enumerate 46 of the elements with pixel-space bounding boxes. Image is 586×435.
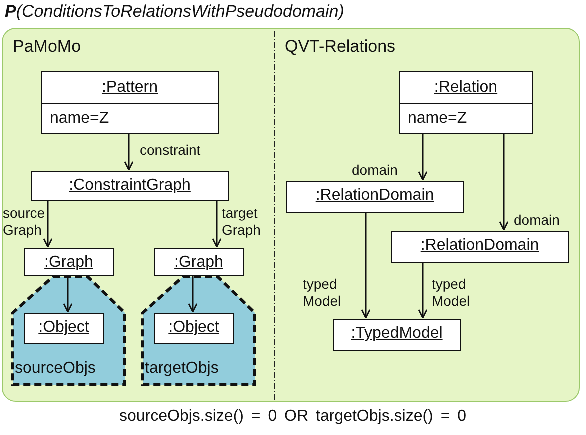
object-set-region	[141, 276, 257, 387]
section-heading: PaMoMo	[13, 37, 82, 57]
object-box	[41, 71, 219, 134]
object-box	[391, 231, 569, 263]
object-name: :Graph	[174, 253, 224, 273]
object-name: :Graph	[44, 253, 94, 273]
set-name: targetObjs	[145, 360, 219, 378]
edge-label: typed Model	[303, 276, 342, 310]
object-name: :Object	[38, 318, 90, 338]
edge-label: constraint	[140, 142, 201, 159]
object-name: :TypedModel	[350, 324, 444, 344]
object-set-region	[11, 276, 127, 387]
constraint-caption: sourceObjs.size() = 0 OR targetObjs.size() = 0	[118, 408, 468, 426]
object-box	[154, 313, 234, 344]
arrow	[43, 200, 53, 248]
object-box	[286, 181, 464, 213]
attribute-text: name=Z	[42, 103, 218, 133]
edge-label: typed Model	[432, 276, 472, 310]
object-box	[24, 313, 104, 344]
edge-label: domain	[514, 212, 560, 229]
edge-label: target Graph	[222, 205, 262, 239]
object-name: :Relation	[433, 78, 499, 98]
edge-label: domain	[352, 162, 398, 179]
object-name: :Object	[168, 318, 220, 338]
set-name: sourceObjs	[15, 360, 96, 378]
object-name: :Pattern	[100, 78, 160, 98]
object-box	[31, 171, 229, 201]
object-box	[333, 319, 461, 351]
diagram-title: P(ConditionsToRelationsWithPseudodomain)	[5, 2, 344, 22]
object-name: :RelationDomain	[314, 186, 436, 206]
diagram-panel	[2, 28, 580, 402]
arrow	[124, 133, 134, 171]
object-name: :RelationDomain	[420, 236, 540, 256]
attribute-text: name=Z	[400, 103, 532, 133]
object-name: :ConstraintGraph	[68, 176, 192, 196]
arrow	[418, 262, 428, 319]
section-heading: QVT-Relations	[285, 37, 396, 57]
object-box	[399, 71, 533, 134]
object-box	[24, 248, 114, 276]
arrow	[499, 133, 509, 231]
arrow	[212, 200, 222, 248]
edge-label: source Graph	[3, 205, 46, 239]
arrow	[418, 133, 428, 181]
arrow	[361, 212, 371, 319]
object-box	[154, 248, 244, 276]
arrow	[188, 275, 198, 313]
